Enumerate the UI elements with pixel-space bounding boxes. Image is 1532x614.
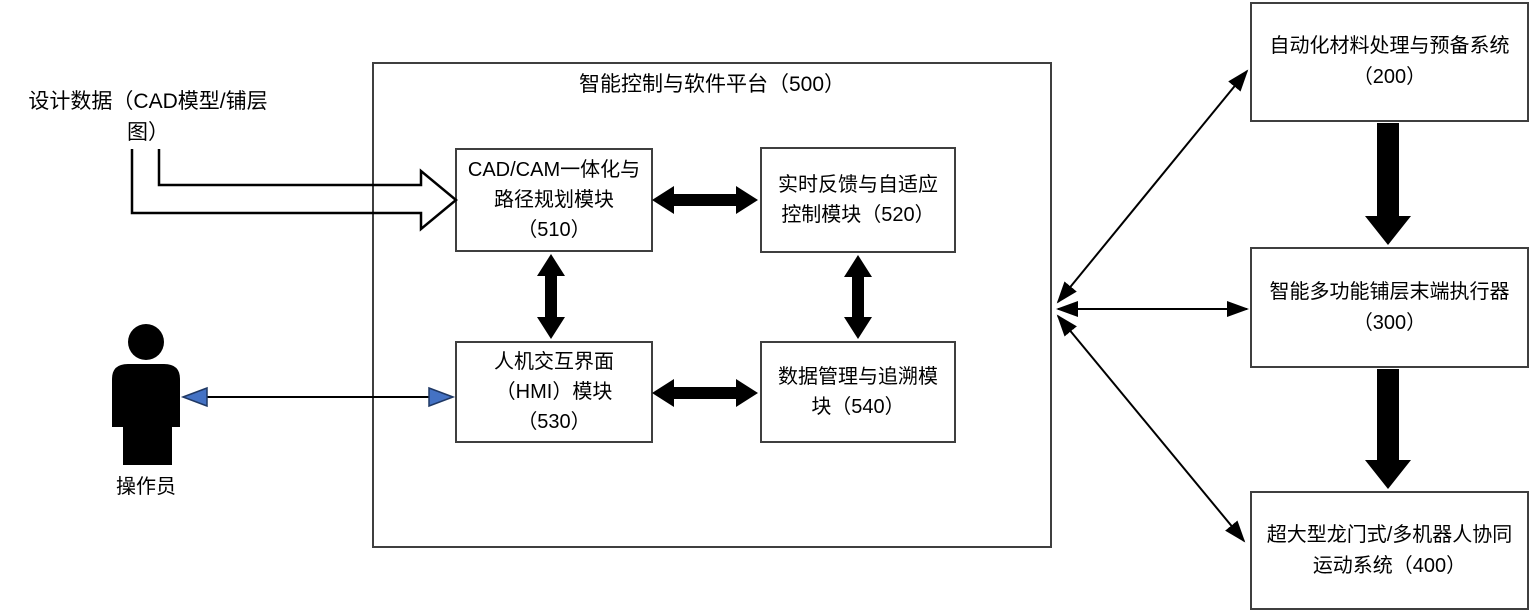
subsystem-label-200: 自动化材料处理与预备系统 （200） bbox=[1269, 35, 1510, 88]
arrow-200-300 bbox=[1365, 123, 1411, 245]
platform-title: 智能控制与软件平台（500） bbox=[578, 73, 846, 96]
subsystem-box-300: 智能多功能铺层末端执行器 （300） bbox=[1250, 247, 1529, 368]
module-label-510: CAD/CAM一体化与 路径规划模块 （510） bbox=[467, 159, 641, 241]
subsystem-box-200: 自动化材料处理与预备系统 （200） bbox=[1250, 2, 1529, 122]
subsystem-label-300: 智能多功能铺层末端执行器 （300） bbox=[1269, 280, 1510, 334]
fan-arrow-platform-400 bbox=[1056, 314, 1246, 543]
input-data-label: 设计数据（CAD模型/铺层 图） bbox=[28, 90, 268, 144]
fan-arrow-platform-200 bbox=[1056, 69, 1249, 304]
module-box-530: 人机交互界面 （HMI）模块 （530） bbox=[455, 341, 653, 443]
operator-person-icon bbox=[112, 324, 180, 465]
subsystem-label-400: 超大型龙门式/多机器人协同 运动系统（400） bbox=[1266, 523, 1513, 577]
module-box-540: 数据管理与追溯模 块（540） bbox=[760, 341, 956, 443]
arrow-300-400 bbox=[1365, 369, 1411, 489]
module-box-510: CAD/CAM一体化与 路径规划模块 （510） bbox=[455, 148, 653, 252]
platform-box bbox=[372, 62, 1052, 548]
module-label-530: 人机交互界面 （HMI）模块 （530） bbox=[494, 351, 614, 433]
operator-label: 操作员 bbox=[116, 476, 176, 498]
operator-hmi-arrowhead-left bbox=[180, 386, 208, 408]
module-label-540: 数据管理与追溯模 块（540） bbox=[778, 366, 938, 418]
module-box-520: 实时反馈与自适应 控制模块（520） bbox=[760, 147, 956, 253]
module-label-520: 实时反馈与自适应 控制模块（520） bbox=[778, 174, 938, 226]
subsystem-box-400: 超大型龙门式/多机器人协同 运动系统（400） bbox=[1250, 491, 1529, 610]
